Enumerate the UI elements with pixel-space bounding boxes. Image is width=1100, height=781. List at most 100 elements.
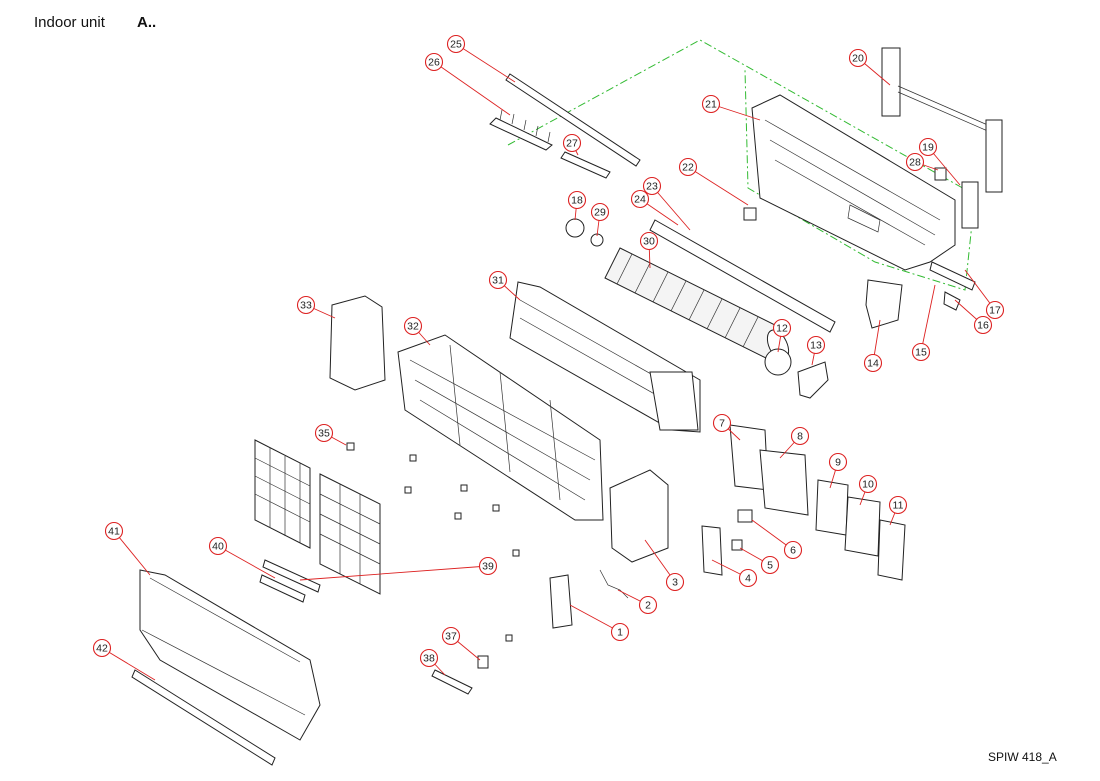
callout-circle-21 [701,94,721,114]
callout-circle-19 [918,137,938,157]
callout-26: 26 [424,52,511,116]
callout-23: 23 [642,176,691,231]
callout-35: 35 [314,423,347,446]
callout-1: 1 [569,604,630,642]
callout-label-14: 14 [867,358,879,370]
front-panel [139,569,321,741]
callout-29: 29 [590,202,610,237]
callout-label-21: 21 [705,99,717,111]
callout-circle-32 [403,316,423,336]
callout-leader-25 [455,43,516,83]
callout-circle-35 [314,423,334,443]
wall-mounting-plate [881,47,1003,193]
callout-label-41: 41 [108,526,120,538]
callout-circle-11 [888,495,908,515]
callout-circle-30 [639,231,659,251]
assembly-boundary [507,39,976,291]
clip-22 [743,207,757,221]
callout-label-27: 27 [566,138,578,150]
fan-motor [764,348,792,376]
callout-circle-7 [712,413,732,433]
callout-2: 2 [617,589,658,615]
grille-bar [649,219,836,333]
callout-circle-9 [828,452,848,472]
callout-circle-5 [760,555,780,575]
callout-label-38: 38 [423,653,435,665]
callout-9: 9 [828,452,848,489]
callout-label-13: 13 [810,340,822,352]
callout-label-1: 1 [617,627,623,639]
callout-19: 19 [918,137,961,186]
callout-circle-3 [665,572,685,592]
callout-label-31: 31 [492,275,504,287]
callout-label-29: 29 [594,207,606,219]
callout-label-11: 11 [893,500,904,512]
callout-label-16: 16 [977,320,989,332]
diagram-title: Indoor unit [34,14,105,31]
callout-circle-27 [562,133,582,153]
callout-39: 39 [299,556,498,581]
callout-circle-42 [92,638,112,658]
callout-label-10: 10 [862,479,874,491]
callout-label-28: 28 [909,157,921,169]
bearing-seat [565,218,585,238]
callout-circle-4 [738,568,758,588]
callout-37: 37 [441,626,481,661]
callout-label-2: 2 [645,600,651,612]
rear-small-parts [865,167,979,329]
callout-circle-1 [610,622,630,642]
small-clip-37 [477,655,489,669]
callout-circle-10 [858,474,878,494]
callout-label-32: 32 [407,321,419,333]
callout-17: 17 [964,269,1005,320]
callout-label-23: 23 [646,181,658,193]
callout-circle-20 [848,48,868,68]
callout-27: 27 [562,133,582,156]
decoration-strip [131,669,276,766]
remote-controller [549,574,573,629]
callout-leader-22 [687,166,749,206]
callout-label-42: 42 [96,643,108,655]
callout-5: 5 [739,547,780,575]
callout-11: 11 [888,495,908,526]
callout-circle-24 [630,189,650,209]
callout-18: 18 [567,190,587,221]
callout-label-39: 39 [482,561,494,573]
callout-label-5: 5 [767,560,773,572]
callout-label-30: 30 [643,236,655,248]
callout-circle-39 [478,556,498,576]
callout-circle-40 [208,536,228,556]
callout-33: 33 [296,295,336,319]
electric-control-box [729,424,906,581]
callout-circle-2 [638,595,658,615]
callout-circle-13 [806,335,826,355]
callout-15: 15 [911,284,936,362]
callout-label-12: 12 [776,323,788,335]
callout-42: 42 [92,638,156,681]
callout-28: 28 [905,152,939,172]
callout-24: 24 [630,189,679,226]
air-filter-left [254,439,311,549]
display-cover [259,574,306,603]
callout-12: 12 [772,318,792,353]
callout-circle-22 [678,157,698,177]
callout-7: 7 [712,413,741,441]
callout-label-8: 8 [797,431,803,443]
remote-holder [599,569,629,599]
callout-3: 3 [644,539,685,592]
callout-leader-26 [433,61,511,116]
chassis [397,334,604,521]
callout-label-17: 17 [989,305,1001,317]
callout-circle-31 [488,270,508,290]
callout-leader-40 [217,545,276,579]
callout-circle-29 [590,202,610,222]
callout-label-37: 37 [445,631,457,643]
callout-leader-41 [113,530,151,576]
callout-circle-6 [783,540,803,560]
callout-13: 13 [806,335,826,366]
callout-label-15: 15 [915,347,927,359]
drain-hose-38 [431,669,473,695]
callout-circle-14 [863,353,883,373]
callout-38: 38 [419,648,446,676]
